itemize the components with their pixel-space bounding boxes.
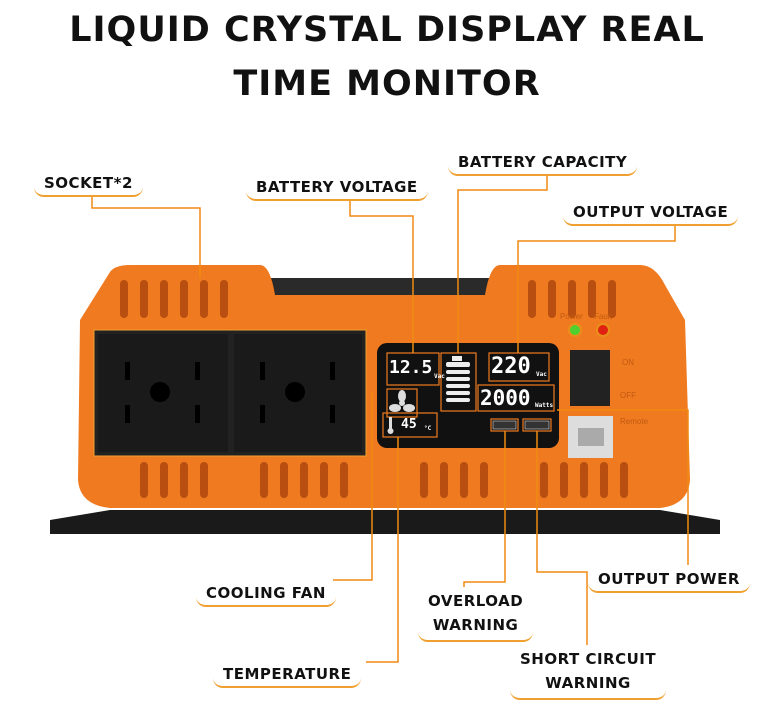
off-label: OFF — [620, 391, 636, 400]
callout-short-circuit-warning: SHORT CIRCUIT WARNING — [510, 647, 667, 700]
top-vents — [120, 280, 616, 318]
mounting-bracket — [50, 510, 720, 534]
temperature-unit: °C — [424, 425, 432, 432]
callout-battery-voltage: BATTERY VOLTAGE — [246, 178, 428, 201]
overload-indicator — [492, 420, 517, 430]
output-power-readout: 2000 — [480, 386, 531, 410]
battery-icon — [446, 356, 470, 402]
remote-label: Remote — [620, 417, 649, 426]
short-circuit-indicator — [524, 420, 550, 430]
temperature-readout: 45 — [401, 417, 417, 432]
on-label: ON — [622, 358, 634, 367]
callout-output-voltage: OUTPUT VOLTAGE — [563, 203, 739, 226]
battery-voltage-readout: 12.5 — [389, 357, 433, 378]
fan-icon — [389, 390, 415, 412]
output-voltage-unit: Vac — [536, 371, 547, 378]
heatsink — [270, 278, 490, 298]
thermometer-icon — [387, 417, 394, 434]
title-line-1: LIQUID CRYSTAL DISPLAY REAL — [69, 10, 705, 50]
battery-voltage-unit: Vac — [434, 373, 445, 380]
title-line-2: TIME MONITOR — [233, 64, 541, 104]
fault-led — [596, 323, 610, 337]
callout-cooling-fan: COOLING FAN — [196, 584, 336, 607]
callout-output-power: OUTPUT POWER — [588, 570, 750, 593]
callout-socket: SOCKET*2 — [34, 174, 143, 197]
output-voltage-readout: 220 — [491, 354, 531, 379]
bottom-vents — [140, 462, 628, 498]
callout-temperature: TEMPERATURE — [213, 665, 362, 688]
callout-overload-warning: OVERLOAD WARNING — [418, 589, 534, 642]
fault-led-label: Fault — [594, 312, 612, 321]
power-led — [568, 323, 582, 337]
power-led-label: Power — [560, 312, 583, 321]
output-power-unit: Watts — [535, 402, 554, 409]
power-switch — [570, 350, 610, 406]
callout-battery-capacity: BATTERY CAPACITY — [448, 153, 638, 176]
callout-lines — [91, 175, 689, 663]
